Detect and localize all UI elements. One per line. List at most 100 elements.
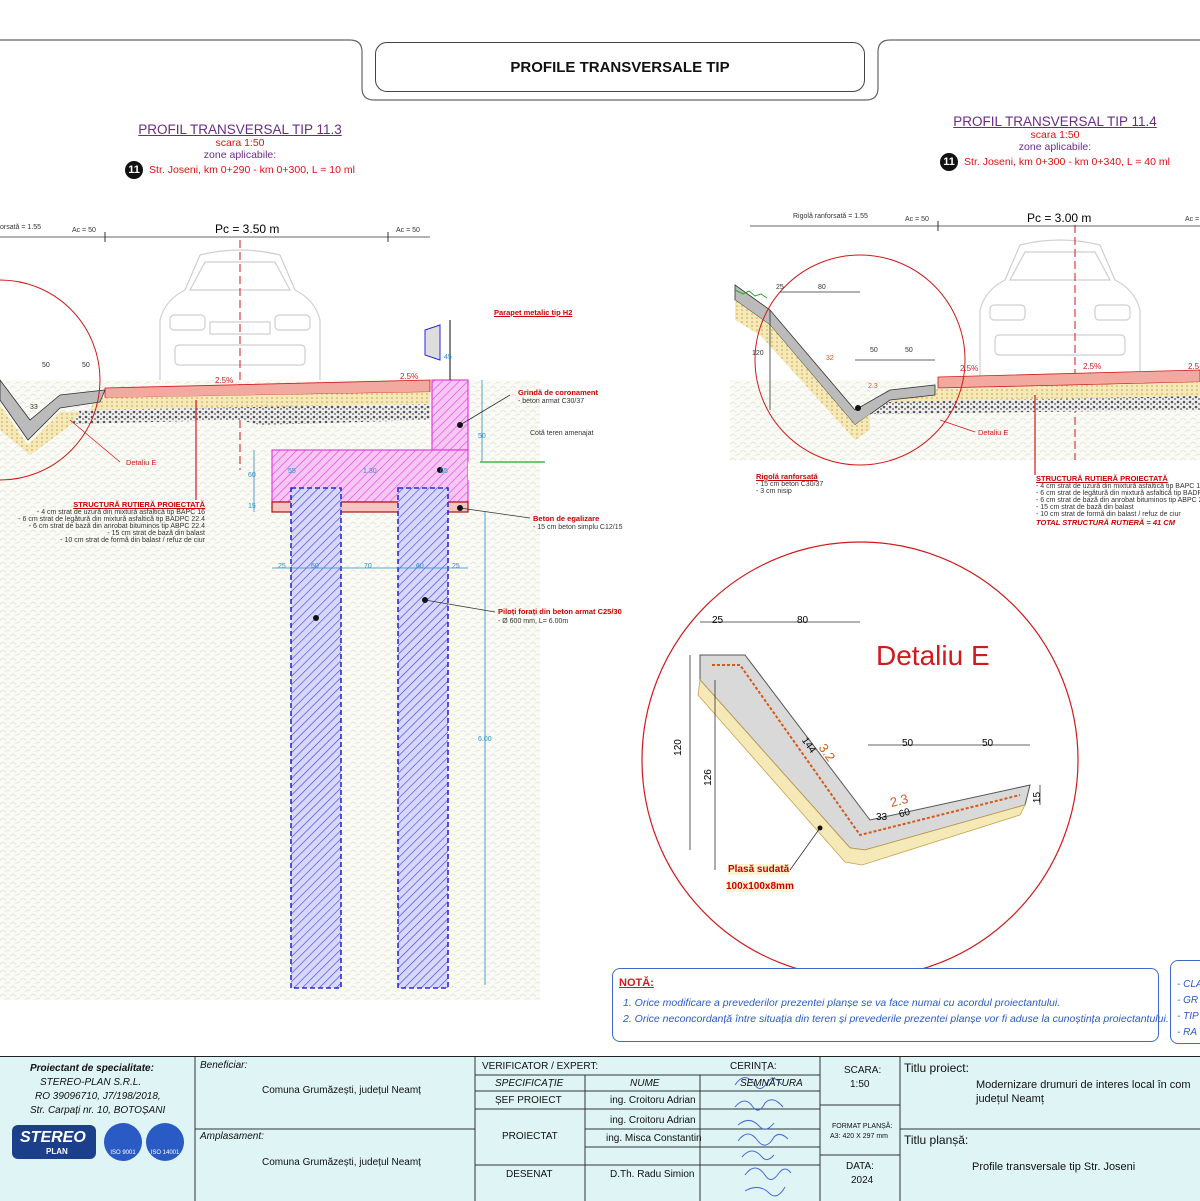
detail-dim-25: 25 — [712, 615, 724, 626]
col-semnatura: SEMNĂTURA — [740, 1078, 803, 1089]
left-slope-road: 2.5% — [215, 376, 234, 385]
left-slope-right: 2.5% — [400, 372, 419, 381]
right-ac-right: Ac = — [1185, 216, 1200, 223]
stereo-logo: STEREO PLAN — [12, 1125, 96, 1159]
right-structure-total: TOTAL STRUCTURĂ RUTIERĂ = 41 CM — [1036, 518, 1175, 527]
cap-dim-130: 1.30 — [363, 468, 377, 475]
left-structure-layer: - 10 cm strat de formă din balast / refu… — [60, 537, 205, 544]
car-silhouette-right — [979, 239, 1141, 380]
right-dim-50a: 50 — [870, 347, 878, 354]
left-profile-header: PROFIL TRANSVERSAL TIP 11.3 scara 1:50 z… — [90, 122, 390, 179]
left-structure-layer: - 6 cm strat de bază din anrobat bitumin… — [28, 523, 205, 530]
piloti-desc: - Ø 600 mm, L= 6.00m — [498, 618, 569, 625]
left-structure-layer: - 6 cm strat de legătură din mixtură asf… — [18, 516, 205, 523]
bottom-dim-25b: 25 — [452, 563, 460, 570]
left-profile-marker: 11 — [125, 161, 144, 179]
right-structure-layer: - 6 cm strat de bază din anrobat bitumin… — [1036, 497, 1200, 504]
col-nume: NUME — [630, 1078, 660, 1089]
signatures — [734, 1077, 792, 1197]
right-slope-left: 2.5% — [960, 364, 979, 373]
left-profile-title: PROFIL TRANSVERSAL TIP 11.3 — [138, 122, 342, 137]
left-ac-right: Ac = 50 — [396, 227, 420, 234]
beneficiar-value: Comuna Grumăzești, județul Neamț — [262, 1085, 421, 1096]
right-structure-layer: - 15 cm strat de bază din balast — [1036, 504, 1134, 511]
left-structure-block: STRUCTURĂ RUTIERĂ PROIECTATĂ - 4 cm stra… — [0, 500, 205, 544]
titlu-plansa: Profile transversale tip Str. Joseni — [972, 1161, 1136, 1173]
titlu-proiect: Modernizare drumuri de interes local în … — [976, 1079, 1191, 1091]
right-dim-80: 80 — [818, 284, 826, 291]
bottom-dim-60a: 60 — [311, 563, 319, 570]
titlu-proiect-2: județul Neamț — [976, 1093, 1044, 1105]
left-detail-ref: Detaliu E — [126, 458, 157, 467]
grinda-title: Grindă de coronament — [518, 388, 599, 397]
data-value: 2024 — [851, 1175, 874, 1186]
role-proiectat: PROIECTAT — [502, 1131, 558, 1142]
role-sef-proiect: ȘEF PROIECT — [495, 1095, 562, 1106]
logo-text: STEREO — [20, 1129, 86, 1146]
side-note-item: - RA — [1177, 1027, 1197, 1038]
left-profile-zones-label: zone aplicabile: — [203, 149, 277, 161]
sheet-title-text: PROFILE TRANSVERSALE TIP — [510, 58, 730, 76]
side-dim-60: 60 — [248, 472, 256, 479]
right-structure-layer: - 4 cm strat de uzură din mixtură asfalt… — [1036, 483, 1200, 490]
cota-teren: Cotă teren amenajat — [530, 430, 594, 437]
title-block-grid — [194, 1057, 1200, 1201]
right-rigola-label: Rigolă ranforsată = 1.55 — [793, 213, 868, 220]
format-value: A3: 420 X 297 mm — [830, 1133, 888, 1140]
right-structure-block: STRUCTURĂ RUTIERĂ PROIECTATĂ - 4 cm stra… — [1036, 474, 1200, 527]
right-dim-50b: 50 — [905, 347, 913, 354]
format-label: FORMAT PLANȘĂ: — [832, 1123, 893, 1130]
right-dim-120: 120 — [752, 350, 764, 357]
cap-dim-55: 55 — [288, 468, 296, 475]
left-ac-left: Ac = 50 — [72, 227, 96, 234]
data-label: DATA: — [846, 1161, 874, 1172]
title-block: Proiectant de specialitate: STEREO-PLAN … — [0, 1056, 1200, 1201]
designer-name: STEREO-PLAN S.R.L. — [40, 1077, 142, 1088]
left-profile-drawing — [0, 232, 545, 1000]
plasa-desc: 100x100x8mm — [726, 881, 794, 892]
right-profile-zones-label: zone aplicabile: — [1018, 141, 1092, 153]
beneficiar-label: Beneficiar: — [200, 1060, 248, 1071]
role-desenat: DESENAT — [506, 1169, 553, 1180]
amplasament-label: Amplasament: — [200, 1131, 264, 1142]
bottom-dim-70: 70 — [364, 563, 372, 570]
designer-reg: RO 39096710, J7/198/2018, — [35, 1091, 161, 1102]
name-proiectat-2: ing. Misca Constantin — [606, 1133, 702, 1144]
rigola-layer: - 15 cm beton C30/37 — [756, 481, 824, 488]
right-profile-location: Str. Joseni, km 0+300 - km 0+340, L = 40… — [964, 156, 1170, 168]
iso-14001-seal: ISO 14001 — [146, 1123, 184, 1161]
scara-value: 1:50 — [850, 1079, 870, 1090]
titlu-plansa-label: Titlu planșă: — [904, 1133, 969, 1147]
side-note-item: - CLA — [1177, 979, 1200, 990]
iso-9001-seal: ISO 9001 — [104, 1123, 142, 1161]
detail-dim-50b: 50 — [982, 738, 994, 749]
cap-dim-65: 65 — [440, 468, 448, 475]
side-dim-45: 45 — [444, 354, 452, 361]
detail-dim-50a: 50 — [902, 738, 914, 749]
left-structure-layer: - 4 cm strat de uzură din mixtură asfalt… — [36, 509, 205, 516]
notes-box: NOTĂ: 1. Orice modificare a prevederilor… — [612, 968, 1169, 1042]
side-dim-600: 6.00 — [478, 736, 492, 743]
detail-dim-120: 120 — [672, 739, 684, 756]
detail-e-title: Detaliu E — [876, 640, 990, 671]
scara-label: SCARA: — [844, 1065, 882, 1076]
side-note-item: - GR — [1177, 995, 1199, 1006]
detail-dim-33: 33 — [876, 812, 888, 823]
rigola-block: Rigolă ranforsată - 15 cm beton C30/37 -… — [756, 472, 823, 495]
left-rigola-label: orsată = 1.55 — [0, 224, 42, 231]
grinda-desc: - beton armat C30/37 — [518, 398, 585, 405]
detail-e-drawing — [641, 541, 1079, 979]
designer-addr: Str. Carpați nr. 10, BOTOȘANI — [30, 1105, 166, 1116]
bottom-dim-25a: 25 — [278, 563, 286, 570]
amplasament-value: Comuna Grumăzești, județul Neamț — [262, 1157, 421, 1168]
right-dim-32: 32 — [826, 355, 834, 362]
right-structure-layer: - 6 cm strat de legătură din mixtură asf… — [1036, 490, 1200, 497]
side-dim-50: 50 — [478, 433, 486, 440]
left-dim-50a: 50 — [42, 362, 50, 369]
note-item: 2. Orice neconcordanță între situația di… — [623, 1013, 1169, 1025]
titlu-proiect-label: Titlu proiect: — [904, 1061, 969, 1075]
parapet-label: Parapet metalic tip H2 — [494, 308, 573, 317]
right-slope-road: 2.5% — [1083, 362, 1102, 371]
right-pc-width: Pc = 3.00 m — [1027, 211, 1092, 225]
